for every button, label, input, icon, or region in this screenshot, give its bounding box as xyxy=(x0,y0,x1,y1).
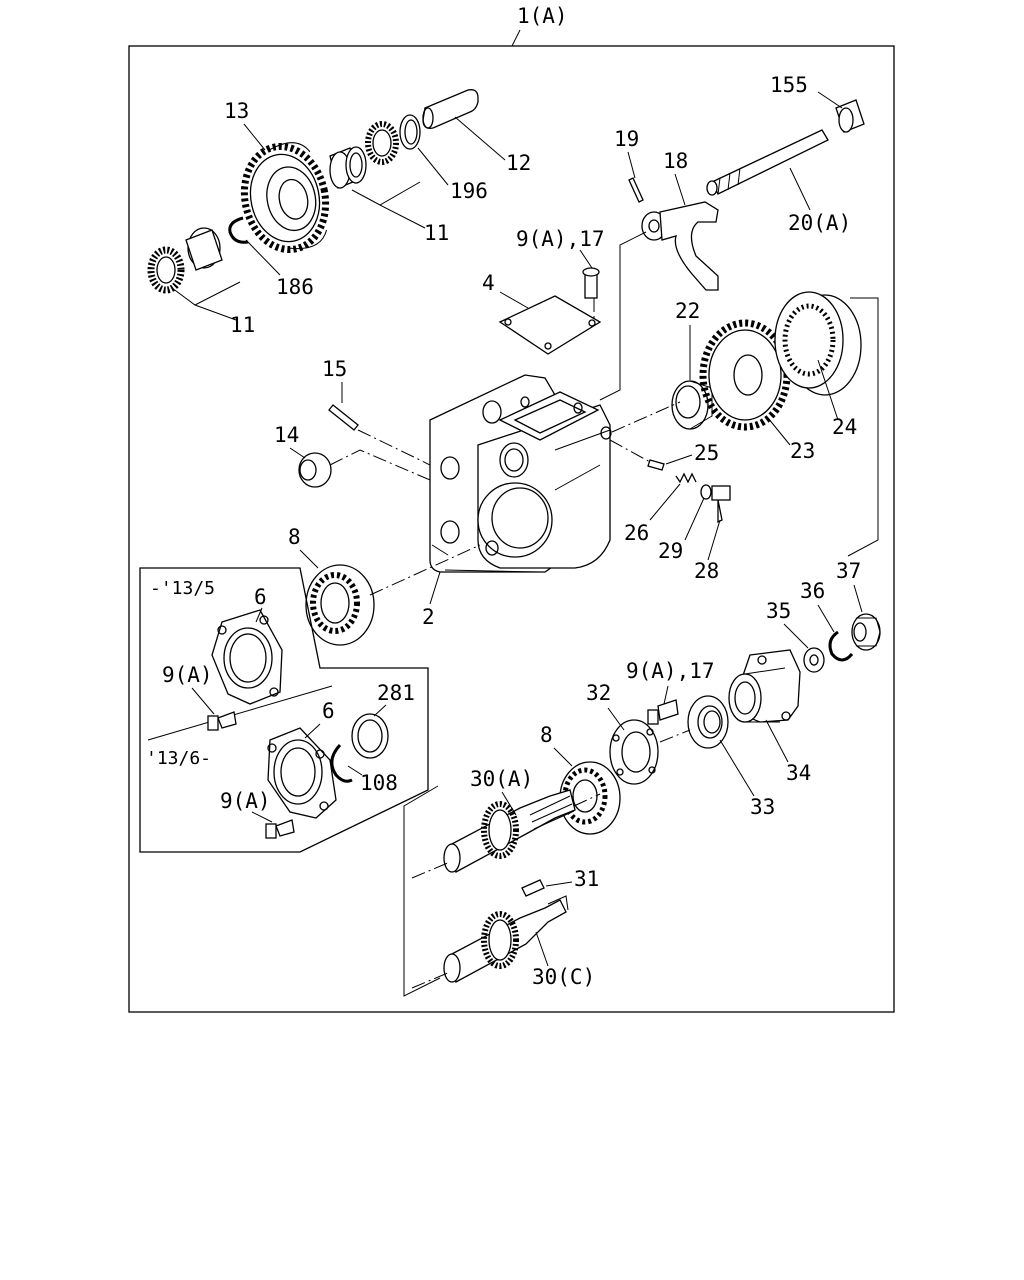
label-108: 108 xyxy=(360,771,398,795)
label-28: 28 xyxy=(694,559,719,583)
bearing-11-top xyxy=(329,121,399,189)
label-14: 14 xyxy=(274,423,299,447)
assembly-leader xyxy=(511,29,521,47)
label-11-left: 11 xyxy=(230,313,255,337)
label-155: 155 xyxy=(770,73,808,97)
label-29: 29 xyxy=(658,539,683,563)
flange-34 xyxy=(728,649,801,723)
spring-26 xyxy=(675,472,697,484)
leader-12 xyxy=(454,116,506,161)
flange-6-lower xyxy=(267,727,337,819)
key-31 xyxy=(521,879,545,897)
label-23: 23 xyxy=(790,439,815,463)
washer-35 xyxy=(803,647,825,673)
label-19: 19 xyxy=(614,127,639,151)
pin-15 xyxy=(328,404,359,431)
sleeve-24 xyxy=(774,291,862,396)
bolt-28 xyxy=(711,485,731,524)
label-18: 18 xyxy=(663,149,688,173)
label-13: 13 xyxy=(224,99,249,123)
leader-155 xyxy=(817,91,843,109)
gear-13 xyxy=(240,142,330,254)
label-8-top: 8 xyxy=(288,525,301,549)
label-12: 12 xyxy=(506,151,531,175)
label-9a17-mid: 9(A),17 xyxy=(626,659,715,683)
label-281: 281 xyxy=(377,681,415,705)
pin-19 xyxy=(628,177,644,203)
label-35: 35 xyxy=(766,599,791,623)
flange-6-upper xyxy=(211,609,283,705)
shift-rod-20a xyxy=(706,129,829,196)
label-20a: 20(A) xyxy=(788,211,851,235)
bolt-9a-upper xyxy=(207,711,237,731)
cover-plate-4 xyxy=(498,295,602,355)
label-4: 4 xyxy=(482,271,495,295)
pin-12 xyxy=(422,89,479,129)
seal-33 xyxy=(687,695,729,749)
shaft-bracket xyxy=(403,785,441,997)
label-6-upper: 6 xyxy=(254,585,267,609)
label-9a-upper: 9(A) xyxy=(162,663,213,687)
bearing-8-top xyxy=(305,564,375,646)
inset-range-old: -'13/5 xyxy=(150,578,215,599)
label-33: 33 xyxy=(750,795,775,819)
bushing-155 xyxy=(835,99,865,133)
nut-37 xyxy=(851,613,881,651)
washer-29 xyxy=(700,484,712,500)
shaft-30a xyxy=(443,789,576,873)
pin-25 xyxy=(647,459,665,471)
washer-14 xyxy=(298,452,332,488)
label-31: 31 xyxy=(574,867,599,891)
label-15: 15 xyxy=(322,357,347,381)
label-11-top: 11 xyxy=(424,221,449,245)
label-6-lower: 6 xyxy=(322,699,335,723)
retainer-32 xyxy=(609,719,659,785)
label-26: 26 xyxy=(624,521,649,545)
inset-box xyxy=(139,567,429,853)
housing-2 xyxy=(429,374,612,573)
leader-196 xyxy=(417,147,449,186)
snap-ring-108 xyxy=(330,743,353,783)
shift-fork-18 xyxy=(641,201,719,291)
label-186: 186 xyxy=(276,275,314,299)
snap-ring-186 xyxy=(228,216,249,244)
bolt-9a-lower xyxy=(265,819,295,839)
bolt-9a-17-mid xyxy=(647,699,679,725)
label-34: 34 xyxy=(786,761,811,785)
label-32: 32 xyxy=(586,681,611,705)
shaft-30c xyxy=(443,895,569,983)
assembly-label: 1(A) xyxy=(517,4,568,28)
bolt-9a-17-top xyxy=(582,267,600,299)
label-24: 24 xyxy=(832,415,857,439)
label-196: 196 xyxy=(450,179,488,203)
bearing-11-left xyxy=(147,227,223,294)
label-36: 36 xyxy=(800,579,825,603)
label-30c: 30(C) xyxy=(532,965,595,989)
label-9a17-top: 9(A),17 xyxy=(516,227,605,251)
label-37: 37 xyxy=(836,559,861,583)
leader-186 xyxy=(245,239,281,276)
inset-range-new: '13/6- xyxy=(146,748,211,769)
washer-36 xyxy=(828,630,854,662)
leader-13 xyxy=(243,123,266,151)
label-9a-lower: 9(A) xyxy=(220,789,271,813)
label-22: 22 xyxy=(675,299,700,323)
label-25: 25 xyxy=(694,441,719,465)
label-2: 2 xyxy=(422,605,435,629)
leader-20a xyxy=(789,167,811,211)
label-30a: 30(A) xyxy=(470,767,533,791)
diagram-frame xyxy=(128,45,895,1013)
label-8-mid: 8 xyxy=(540,723,553,747)
